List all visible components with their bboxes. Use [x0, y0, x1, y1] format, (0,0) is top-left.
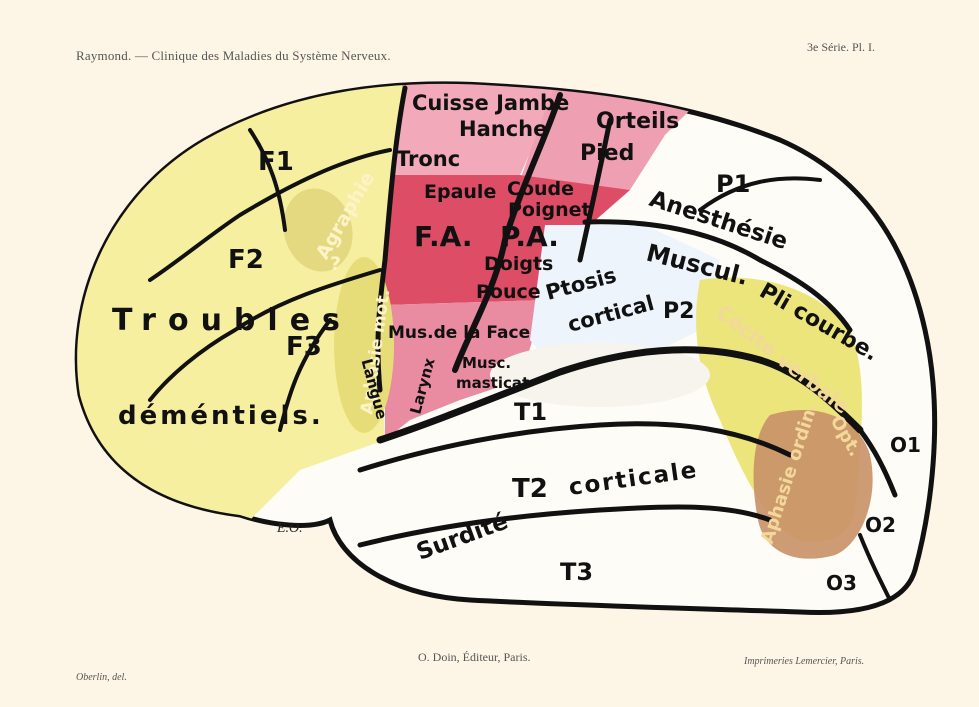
label-p1: P1 [716, 170, 750, 198]
label-t2: T2 [512, 474, 548, 504]
label-cuisse-jambe: Cuisse Jambe [412, 91, 569, 115]
label-poignet: Poignet [508, 199, 591, 221]
label-frontale-ascendante: F.A. [414, 220, 472, 253]
label-parietale-ascendante: P.A. [500, 220, 559, 253]
label-t3: T3 [560, 558, 593, 586]
label-t1: T1 [514, 398, 547, 426]
label-masticat: masticat [456, 374, 529, 392]
label-troubles: Troubles [112, 303, 352, 338]
label-doigts: Doigts [484, 253, 553, 275]
label-dementiels: déméntiels. [118, 401, 324, 431]
label-hanche: Hanche [459, 117, 547, 141]
label-pied: Pied [580, 141, 634, 166]
label-p2: P2 [663, 299, 694, 324]
label-o3: O3 [826, 571, 857, 595]
label-musc: Musc. [462, 354, 511, 372]
label-o2: O2 [865, 513, 896, 537]
label-agraphie-question: ? [330, 253, 341, 275]
label-pouce: Pouce [476, 281, 541, 303]
label-tronc: Tronc [396, 147, 460, 171]
label-orteils: Orteils [596, 109, 679, 134]
label-f1: F1 [258, 147, 294, 177]
label-eo: E.O. [276, 521, 303, 536]
label-coude: Coude [507, 178, 574, 200]
label-o1: O1 [890, 433, 921, 457]
label-muscles-face: Mus.de la Face [388, 323, 530, 343]
label-f2: F2 [228, 245, 264, 275]
label-epaule: Epaule [424, 181, 496, 203]
